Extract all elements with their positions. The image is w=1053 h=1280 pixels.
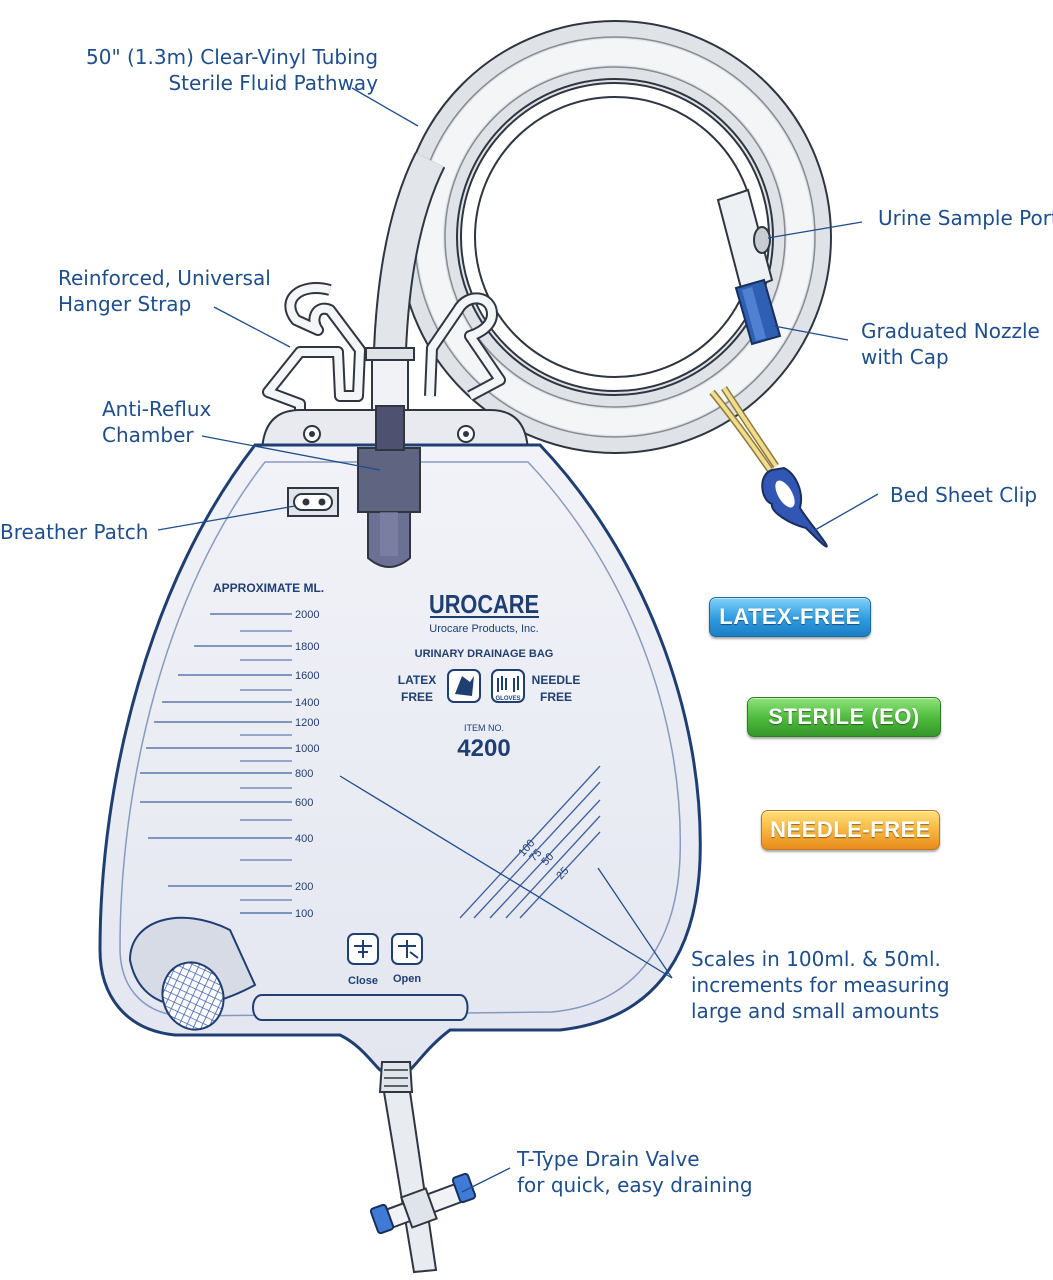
scales-callout-line2: increments for measuring: [691, 973, 950, 997]
needle-free-badge: NEEDLE-FREE: [761, 810, 940, 850]
anti-reflux-callout-line1: Anti-Reflux: [102, 397, 212, 421]
nozzle-callout-line1: Graduated Nozzle: [861, 319, 1040, 343]
latex-label-line2: FREE: [401, 690, 433, 704]
drain-tube: [378, 1061, 438, 1274]
latex-label-line1: LATEX: [398, 673, 436, 687]
tubing-callout-line2: Sterile Fluid Pathway: [168, 71, 379, 95]
scale-label: 1200: [295, 717, 319, 729]
valve-open-label: Open: [393, 973, 421, 985]
scales-callout-line3: large and small amounts: [691, 999, 940, 1023]
needle-free-label: NEEDLE FREE: [532, 673, 581, 704]
scale-label: 1400: [295, 697, 319, 709]
breather-patch: [287, 487, 339, 517]
item-label: ITEM NO.: [464, 723, 504, 733]
nozzle-callout: Graduated Nozzle with Cap: [861, 318, 1040, 370]
gloves-icon: GLOVES: [491, 669, 525, 703]
brand-logo: UROCARE Urocare Products, Inc. URINARY D…: [415, 589, 554, 660]
anti-reflux-chamber: [357, 347, 421, 568]
latex-hand-icon: [447, 669, 481, 703]
sample-port-callout-line1: Urine Sample Port: [878, 206, 1053, 230]
bed-clip-callout: Bed Sheet Clip: [890, 482, 1037, 508]
product-name: URINARY DRAINAGE BAG: [415, 648, 554, 660]
tubing-callout: 50" (1.3m) Clear-Vinyl Tubing Sterile Fl…: [86, 44, 378, 96]
t-type-drain-valve: [369, 1172, 477, 1235]
scale-label: 400: [295, 833, 313, 845]
scale-label: 1800: [295, 641, 319, 653]
urine-sample-port: [716, 188, 774, 294]
breather-callout: Breather Patch: [0, 519, 148, 545]
tubing-callout-line1: 50" (1.3m) Clear-Vinyl Tubing: [86, 45, 379, 69]
needle-label-line2: FREE: [540, 690, 572, 704]
valve-close-icon: Close: [347, 933, 379, 987]
scale-label: 2000: [295, 609, 319, 621]
scale-label: 1600: [295, 670, 319, 682]
hanger-loop: [424, 292, 506, 402]
latex-free-badge: LATEX-FREE: [709, 597, 871, 637]
bag-body: [98, 443, 702, 1072]
scale-label: 800: [295, 768, 313, 780]
scale-label: 200: [295, 881, 313, 893]
hanger-callout: Reinforced, Universal Hanger Strap: [58, 265, 271, 317]
drain-valve-callout: T-Type Drain Valve for quick, easy drain…: [517, 1146, 753, 1198]
sterile-badge: STERILE (EO): [747, 697, 941, 737]
hanger-callout-line2: Hanger Strap: [58, 292, 192, 316]
volume-scale: 2000 1800 1600 1400 1200 1000 800 600 400 200 100: [140, 609, 319, 920]
drain-valve-callout-line2: for quick, easy draining: [517, 1173, 753, 1197]
latex-free-label: LATEX FREE: [398, 673, 436, 704]
scale-label: 600: [295, 797, 313, 809]
scale-label: 100: [295, 908, 313, 920]
scale-label: 1000: [295, 743, 319, 755]
scales-callout-line1: Scales in 100ml. & 50ml.: [691, 947, 941, 971]
scale-title: APPROXIMATE ML.: [213, 581, 324, 595]
item-number: 4200: [457, 735, 510, 762]
breather-callout-line1: Breather Patch: [0, 520, 149, 544]
scales-callout: Scales in 100ml. & 50ml. increments for …: [691, 946, 950, 1024]
sample-port-callout: Urine Sample Port: [878, 205, 1053, 231]
valve-close-label: Close: [348, 975, 378, 987]
needle-label-line1: NEEDLE: [532, 673, 581, 687]
tubing-coil: [373, 20, 832, 454]
anti-reflux-callout: Anti-Reflux Chamber: [102, 396, 211, 448]
leader-lines: [157, 87, 879, 1193]
anti-reflux-callout-line2: Chamber: [102, 423, 194, 447]
valve-open-icon: Open: [391, 933, 423, 985]
drain-valve-callout-line1: T-Type Drain Valve: [517, 1147, 700, 1171]
nozzle-cap: [734, 278, 782, 346]
nozzle-callout-line2: with Cap: [861, 345, 949, 369]
bed-clip-callout-line1: Bed Sheet Clip: [890, 483, 1038, 507]
bed-sheet-clip: [709, 386, 828, 548]
bag-handle: [128, 916, 469, 1031]
company-name: Urocare Products, Inc.: [429, 623, 538, 635]
gloves-text: GLOVES: [495, 696, 520, 702]
brand-name: UROCARE: [429, 589, 539, 619]
hanger-callout-line1: Reinforced, Universal: [58, 266, 271, 290]
hanger-strap: [262, 282, 366, 420]
